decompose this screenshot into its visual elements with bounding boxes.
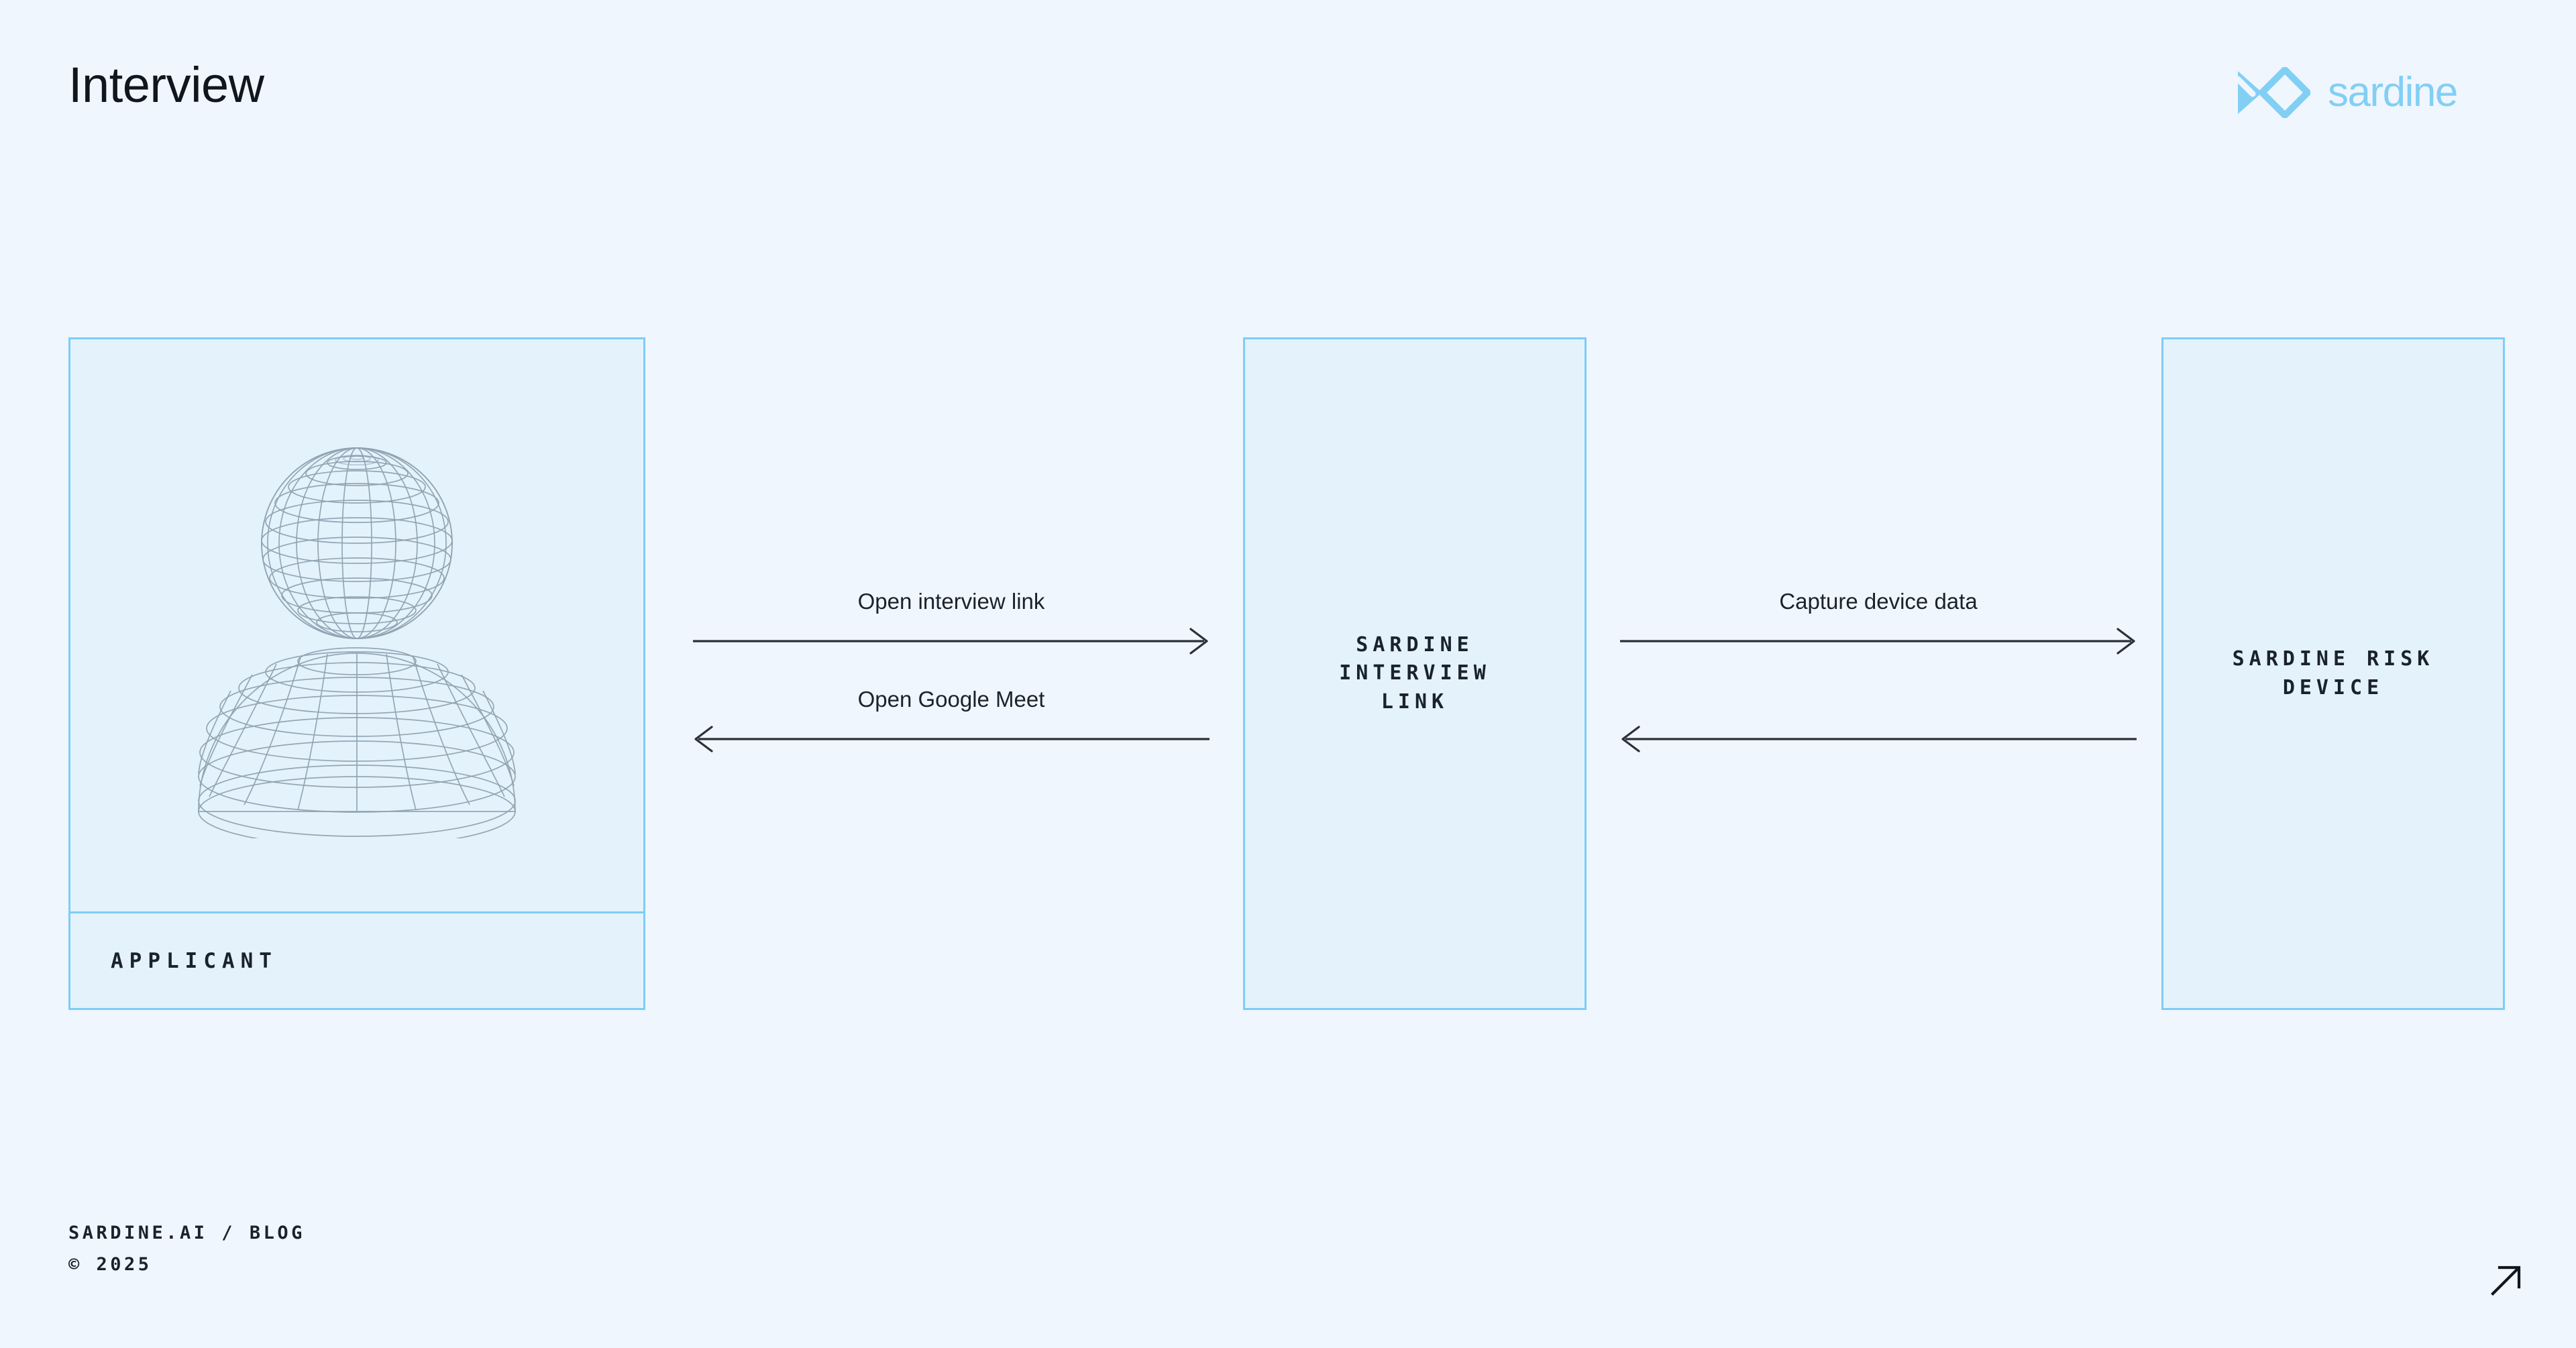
- connector-device-response: [1620, 688, 2137, 755]
- brand-wordmark: sardine: [2328, 69, 2458, 115]
- node-applicant-label: APPLICANT: [111, 948, 278, 973]
- connector-open-google-meet-label: Open Google Meet: [857, 687, 1045, 712]
- arrow-right-icon: [693, 628, 1208, 655]
- footer-source[interactable]: SARDINE.AI / BLOG: [68, 1223, 305, 1243]
- connector-capture-device-data: Capture device data: [1620, 590, 2137, 657]
- brand-logo[interactable]: sardine: [2235, 67, 2458, 118]
- connector-open-interview-link-label: Open interview link: [857, 589, 1045, 614]
- connector-capture-device-data-label: Capture device data: [1779, 589, 1978, 614]
- footer-copyright: © 2025: [68, 1254, 152, 1276]
- sardine-fish-logo-icon: [2235, 67, 2310, 118]
- arrow-left-icon: [694, 726, 1210, 752]
- arrow-up-right-icon[interactable]: [2489, 1263, 2524, 1301]
- applicant-card-divider: [70, 911, 643, 913]
- node-interview-link[interactable]: SARDINE INTERVIEW LINK: [1243, 337, 1587, 1010]
- node-risk-device-label: SARDINE RISK DEVICE: [2232, 647, 2434, 699]
- node-interview-link-label: SARDINE INTERVIEW LINK: [1339, 632, 1491, 714]
- node-risk-device[interactable]: SARDINE RISK DEVICE: [2161, 337, 2505, 1010]
- applicant-label-row: APPLICANT: [70, 913, 643, 1008]
- node-applicant[interactable]: APPLICANT: [68, 337, 645, 1010]
- footer-meta: SARDINE.AI / BLOG © 2025: [68, 1217, 305, 1281]
- arrow-left-icon: [1621, 726, 2137, 752]
- arrow-right-icon: [1620, 628, 2135, 655]
- wireframe-person-avatar-icon: [169, 409, 545, 847]
- connector-open-google-meet: Open Google Meet: [693, 688, 1210, 755]
- connector-open-interview-link: Open interview link: [693, 590, 1210, 657]
- applicant-avatar: [70, 339, 643, 911]
- page-title: Interview: [68, 57, 264, 113]
